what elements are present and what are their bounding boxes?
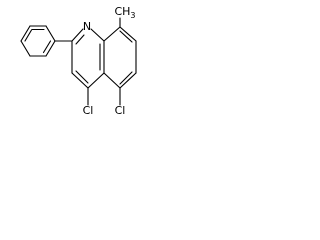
bond (103, 72, 121, 89)
bond (45, 25, 56, 42)
bond (90, 28, 105, 42)
methyl-label-main: CH (114, 5, 130, 18)
bond (20, 40, 31, 57)
double-bond (42, 40, 52, 54)
chlorine-5-label: Cl (115, 104, 126, 117)
methyl-label: CH3 (114, 5, 135, 20)
double-bond (24, 29, 33, 42)
bond (71, 28, 84, 42)
methyl-subscript: 3 (130, 11, 135, 20)
bond (87, 72, 105, 89)
double-bond (119, 71, 133, 85)
double-bond (75, 34, 85, 45)
double-bond (119, 30, 133, 43)
bond (45, 40, 56, 57)
bond (103, 26, 121, 42)
bond (71, 72, 89, 89)
nitrogen-label: N (83, 20, 91, 33)
molecule-drawing: N CH3 Cl Cl (20, 5, 137, 117)
phenyl-ring (20, 25, 56, 57)
structure-diagram: N CH3 Cl Cl (0, 0, 196, 144)
bond (119, 72, 137, 89)
pyridine-ring (71, 28, 105, 89)
bond (119, 26, 137, 42)
benzo-ring (103, 26, 137, 89)
double-bond (75, 70, 89, 84)
bond (20, 25, 31, 42)
chlorine-4-label: Cl (83, 104, 94, 117)
